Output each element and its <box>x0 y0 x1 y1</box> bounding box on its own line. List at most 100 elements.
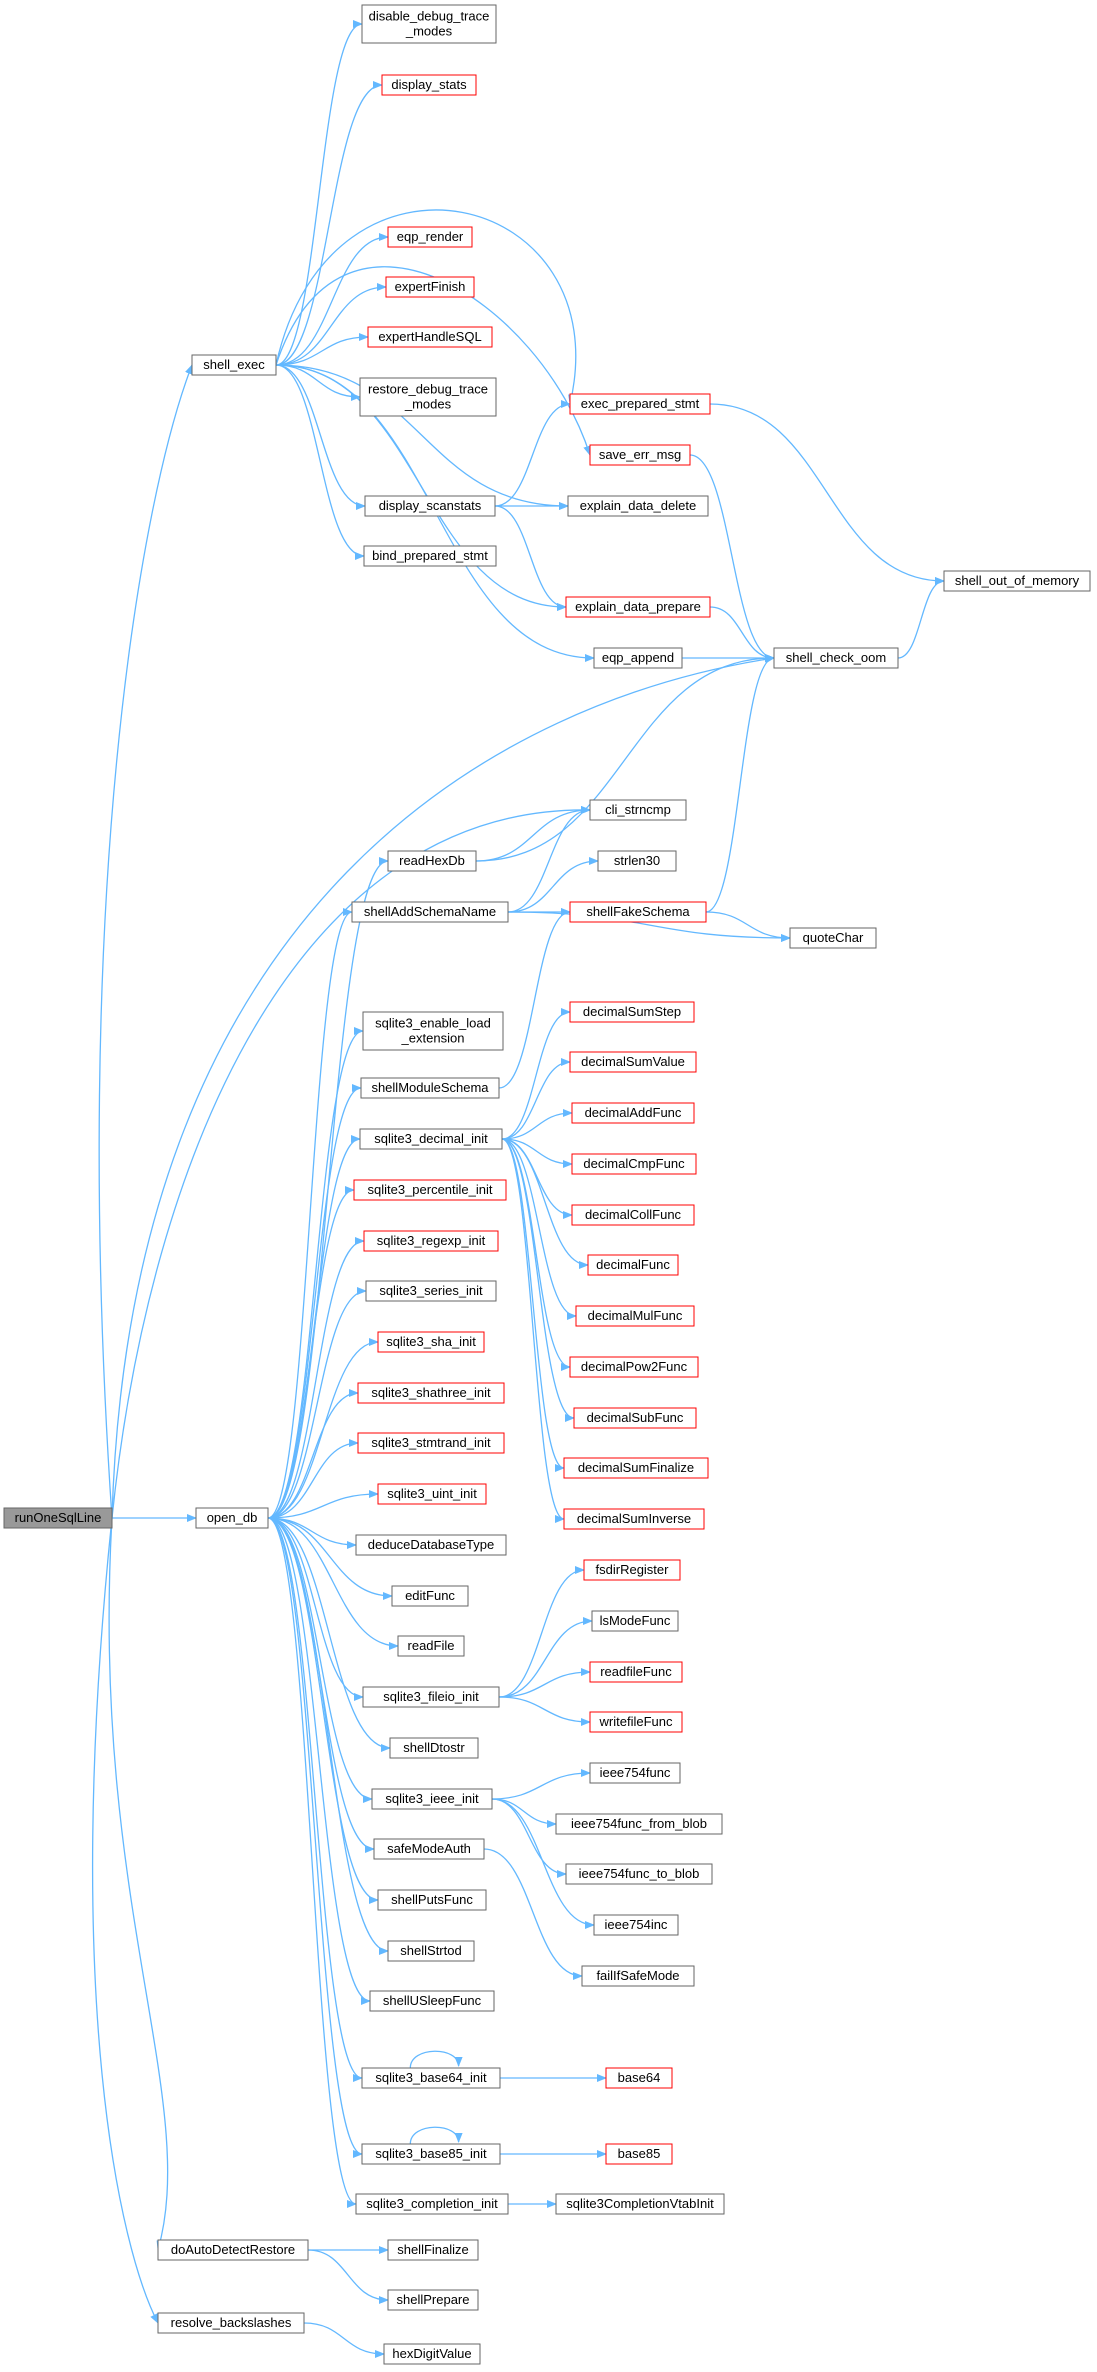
node-label: shellStrtod <box>400 1943 461 1958</box>
node-base85[interactable]: base85 <box>605 2143 673 2165</box>
node-sqlite3CompletionVtabInit[interactable]: sqlite3CompletionVtabInit <box>555 2193 725 2215</box>
node-readHexDb[interactable]: readHexDb <box>387 850 477 872</box>
node-decimalSumInverse[interactable]: decimalSumInverse <box>563 1508 705 1530</box>
node-ieee754inc[interactable]: ieee754inc <box>593 1914 679 1936</box>
node-box <box>571 1204 695 1226</box>
node-expertFinish[interactable]: expertFinish <box>385 276 475 298</box>
node-decimalAddFunc[interactable]: decimalAddFunc <box>571 1102 695 1124</box>
node-bind_prepared_stmt[interactable]: bind_prepared_stmt <box>363 545 497 567</box>
node-expertHandleSQL[interactable]: expertHandleSQL <box>367 326 493 348</box>
node-decimalFunc[interactable]: decimalFunc <box>587 1254 679 1276</box>
node-decimalSumValue[interactable]: decimalSumValue <box>569 1051 697 1073</box>
node-decimalSubFunc[interactable]: decimalSubFunc <box>573 1407 697 1429</box>
node-save_err_msg[interactable]: save_err_msg <box>589 444 691 466</box>
node-strlen30[interactable]: strlen30 <box>597 850 677 872</box>
node-resolve_backslashes[interactable]: resolve_backslashes <box>157 2312 305 2334</box>
node-shell_exec[interactable]: shell_exec <box>191 354 277 376</box>
node-box <box>353 1179 507 1201</box>
node-sqlite3_base85_init[interactable]: sqlite3_base85_init <box>361 2143 501 2165</box>
node-shellStrtod[interactable]: shellStrtod <box>387 1940 475 1962</box>
node-cli_strncmp[interactable]: cli_strncmp <box>589 799 687 821</box>
node-decimalCmpFunc[interactable]: decimalCmpFunc <box>571 1153 697 1175</box>
node-base64[interactable]: base64 <box>605 2067 673 2089</box>
node-sqlite3_decimal_init[interactable]: sqlite3_decimal_init <box>359 1128 503 1150</box>
node-shellAddSchemaName[interactable]: shellAddSchemaName <box>351 901 509 923</box>
node-ieee754func_to_blob[interactable]: ieee754func_to_blob <box>565 1863 713 1885</box>
edge-runOneSqlLine-to-cli_strncmp <box>111 805 591 1519</box>
node-box <box>361 2067 501 2089</box>
edge-open_db-to-sqlite3_enable_load_extension <box>267 1027 364 1519</box>
node-sqlite3_sha_init[interactable]: sqlite3_sha_init <box>377 1331 485 1353</box>
node-failIfSafeMode[interactable]: failIfSafeMode <box>581 1965 695 1987</box>
node-restore_debug_trace_modes[interactable]: restore_debug_trace_modes <box>359 377 497 417</box>
node-ieee754func[interactable]: ieee754func <box>589 1762 681 1784</box>
node-label: sqlite3_regexp_init <box>377 1233 486 1248</box>
node-explain_data_prepare[interactable]: explain_data_prepare <box>565 596 711 618</box>
node-quoteChar[interactable]: quoteChar <box>789 927 877 949</box>
edge-shell_exec-to-disable_debug_trace_modes <box>275 20 363 366</box>
node-hexDigitValue[interactable]: hexDigitValue <box>383 2343 481 2365</box>
node-lsModeFunc[interactable]: lsModeFunc <box>591 1610 679 1632</box>
edge-sqlite3_decimal_init-to-decimalSumFinalize <box>501 1138 565 1472</box>
node-decimalCollFunc[interactable]: decimalCollFunc <box>571 1204 695 1226</box>
node-label: readFile <box>408 1638 455 1653</box>
edge-open_db-to-sqlite3_shathree_init <box>267 1389 359 1519</box>
node-label: sqlite3_completion_init <box>366 2196 498 2211</box>
edge-explain_data_prepare-to-shell_check_oom <box>709 606 775 662</box>
node-disable_debug_trace_modes[interactable]: disable_debug_trace_modes <box>361 4 497 44</box>
node-doAutoDetectRestore[interactable]: doAutoDetectRestore <box>157 2239 309 2261</box>
node-sqlite3_series_init[interactable]: sqlite3_series_init <box>365 1280 497 1302</box>
node-sqlite3_uint_init[interactable]: sqlite3_uint_init <box>377 1483 487 1505</box>
node-label: shell_check_oom <box>786 650 886 665</box>
node-runOneSqlLine[interactable]: runOneSqlLine <box>3 1507 113 1529</box>
node-sqlite3_shathree_init[interactable]: sqlite3_shathree_init <box>357 1382 505 1404</box>
node-readfileFunc[interactable]: readfileFunc <box>589 1661 683 1683</box>
node-shellFinalize[interactable]: shellFinalize <box>387 2239 479 2261</box>
node-shell_check_oom[interactable]: shell_check_oom <box>773 647 899 669</box>
node-fsdirRegister[interactable]: fsdirRegister <box>583 1559 681 1581</box>
node-shellPutsFunc[interactable]: shellPutsFunc <box>377 1889 487 1911</box>
node-shellFakeSchema[interactable]: shellFakeSchema <box>569 901 707 923</box>
node-box <box>360 1077 500 1099</box>
node-sqlite3_base64_init[interactable]: sqlite3_base64_init <box>361 2067 501 2089</box>
node-box <box>377 1483 487 1505</box>
node-shellPrepare[interactable]: shellPrepare <box>387 2289 479 2311</box>
node-ieee754func_from_blob[interactable]: ieee754func_from_blob <box>555 1813 723 1835</box>
node-box <box>361 4 497 44</box>
node-shell_out_of_memory[interactable]: shell_out_of_memory <box>943 570 1091 592</box>
node-decimalSumFinalize[interactable]: decimalSumFinalize <box>563 1457 709 1479</box>
node-decimalPow2Func[interactable]: decimalPow2Func <box>569 1356 699 1378</box>
node-sqlite3_percentile_init[interactable]: sqlite3_percentile_init <box>353 1179 507 1201</box>
node-editFunc[interactable]: editFunc <box>391 1585 469 1607</box>
node-deduceDatabaseType[interactable]: deduceDatabaseType <box>355 1534 507 1556</box>
node-eqp_append[interactable]: eqp_append <box>593 647 683 669</box>
node-display_scanstats[interactable]: display_scanstats <box>364 495 496 517</box>
node-sqlite3_completion_init[interactable]: sqlite3_completion_init <box>355 2193 509 2215</box>
edge-open_db-to-sqlite3_ieee_init <box>267 1517 373 1803</box>
node-open_db[interactable]: open_db <box>195 1507 269 1529</box>
edge-shellFakeSchema-to-quoteChar <box>705 911 791 942</box>
node-decimalMulFunc[interactable]: decimalMulFunc <box>575 1305 695 1327</box>
edge-runOneSqlLine-to-shell_check_oom <box>111 655 775 1519</box>
node-sqlite3_regexp_init[interactable]: sqlite3_regexp_init <box>363 1230 499 1252</box>
node-display_stats[interactable]: display_stats <box>381 74 477 96</box>
node-explain_data_delete[interactable]: explain_data_delete <box>567 495 709 517</box>
node-sqlite3_fileio_init[interactable]: sqlite3_fileio_init <box>362 1686 500 1708</box>
node-sqlite3_ieee_init[interactable]: sqlite3_ieee_init <box>371 1788 493 1810</box>
node-readFile[interactable]: readFile <box>397 1635 465 1657</box>
node-writefileFunc[interactable]: writefileFunc <box>589 1711 683 1733</box>
node-shellDtostr[interactable]: shellDtostr <box>389 1737 479 1759</box>
node-box <box>387 850 477 872</box>
node-safeModeAuth[interactable]: safeModeAuth <box>373 1838 485 1860</box>
edge-display_scanstats-to-exec_prepared_stmt <box>494 400 571 507</box>
node-eqp_render[interactable]: eqp_render <box>387 226 473 248</box>
node-label: decimalAddFunc <box>585 1105 682 1120</box>
node-shellModuleSchema[interactable]: shellModuleSchema <box>360 1077 500 1099</box>
node-sqlite3_enable_load_extension[interactable]: sqlite3_enable_load_extension <box>362 1011 504 1051</box>
node-decimalSumStep[interactable]: decimalSumStep <box>569 1001 695 1023</box>
node-box <box>571 1153 697 1175</box>
node-exec_prepared_stmt[interactable]: exec_prepared_stmt <box>569 393 711 415</box>
node-shellUSleepFunc[interactable]: shellUSleepFunc <box>369 1990 495 2012</box>
node-box <box>3 1507 113 1529</box>
node-sqlite3_stmtrand_init[interactable]: sqlite3_stmtrand_init <box>357 1432 505 1454</box>
